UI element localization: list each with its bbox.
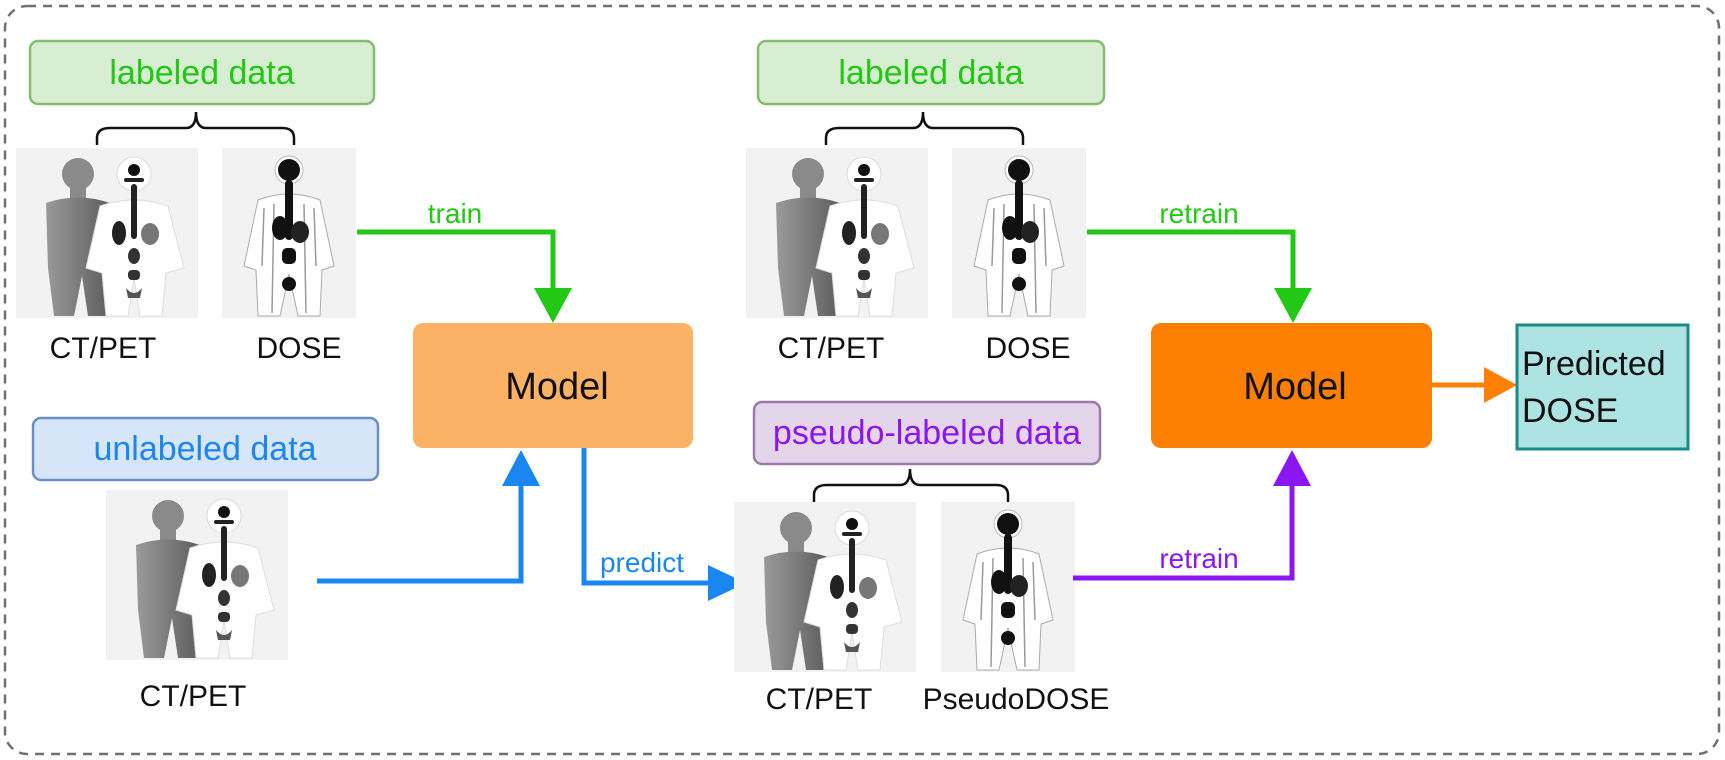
predict-arrow-line — [581, 448, 710, 586]
unlabeled-tag: unlabeled data — [31, 416, 380, 482]
pseudo-dose-image — [940, 501, 1076, 673]
outer-frame — [3, 4, 1721, 756]
left-dose-caption: DOSE — [256, 332, 341, 365]
right-model-box — [1151, 323, 1432, 448]
right-dose-image — [951, 147, 1087, 319]
left-ctpet-image — [15, 147, 199, 319]
predict-label: predict — [600, 547, 684, 578]
left-labeled-tag: labeled data — [28, 39, 376, 106]
unlabeled-tag-text: unlabeled data — [93, 430, 316, 468]
left-model-box — [413, 323, 693, 448]
retrain-top-arrowhead — [1274, 288, 1312, 323]
pseudo-labeled-tag-text: pseudo-labeled data — [773, 414, 1081, 452]
unlabeled-ctpet-image — [105, 489, 289, 661]
retrain-top-label: retrain — [1159, 198, 1238, 229]
unlabeled-ctpet-caption: CT/PET — [140, 680, 247, 713]
predicted-dose-line2: DOSE — [1522, 392, 1618, 430]
output-arrowhead — [1484, 367, 1517, 403]
left-ctpet-caption: CT/PET — [50, 332, 157, 365]
right-labeled-tag: labeled data — [756, 39, 1106, 106]
predicted-dose-box — [1515, 323, 1690, 451]
left-dose-image — [221, 147, 357, 319]
predicted-dose-line1: Predicted — [1522, 345, 1666, 383]
retrain-bottom-arrow-line — [1073, 484, 1295, 581]
right-labeled-brace — [824, 111, 1025, 145]
right-labeled-tag-text: labeled data — [838, 54, 1023, 92]
left-labeled-brace — [95, 111, 296, 145]
right-dose-caption: DOSE — [985, 332, 1070, 365]
right-model-label: Model — [1243, 366, 1347, 408]
retrain-top-arrow-line — [1087, 229, 1296, 290]
predict-arrowhead — [708, 565, 746, 601]
right-ctpet-caption: CT/PET — [778, 332, 885, 365]
train-label: train — [428, 198, 482, 229]
train-arrowhead — [534, 288, 572, 323]
unlabeled-arrowhead — [502, 450, 540, 486]
unlabeled-arrow-line — [317, 484, 524, 584]
pseudo-labeled-brace — [812, 468, 1010, 502]
right-ctpet-image — [745, 147, 929, 319]
train-arrow-line — [357, 229, 556, 290]
pseudo-ctpet-image — [733, 501, 917, 673]
retrain-bottom-arrowhead — [1273, 450, 1311, 486]
retrain-bottom-label: retrain — [1159, 543, 1238, 574]
left-model-label: Model — [505, 366, 609, 408]
pseudo-ctpet-caption: CT/PET — [766, 683, 873, 716]
pseudo-labeled-tag: pseudo-labeled data — [752, 400, 1102, 466]
pseudo-dose-caption: PseudoDOSE — [923, 683, 1110, 716]
left-labeled-tag-text: labeled data — [109, 54, 294, 92]
